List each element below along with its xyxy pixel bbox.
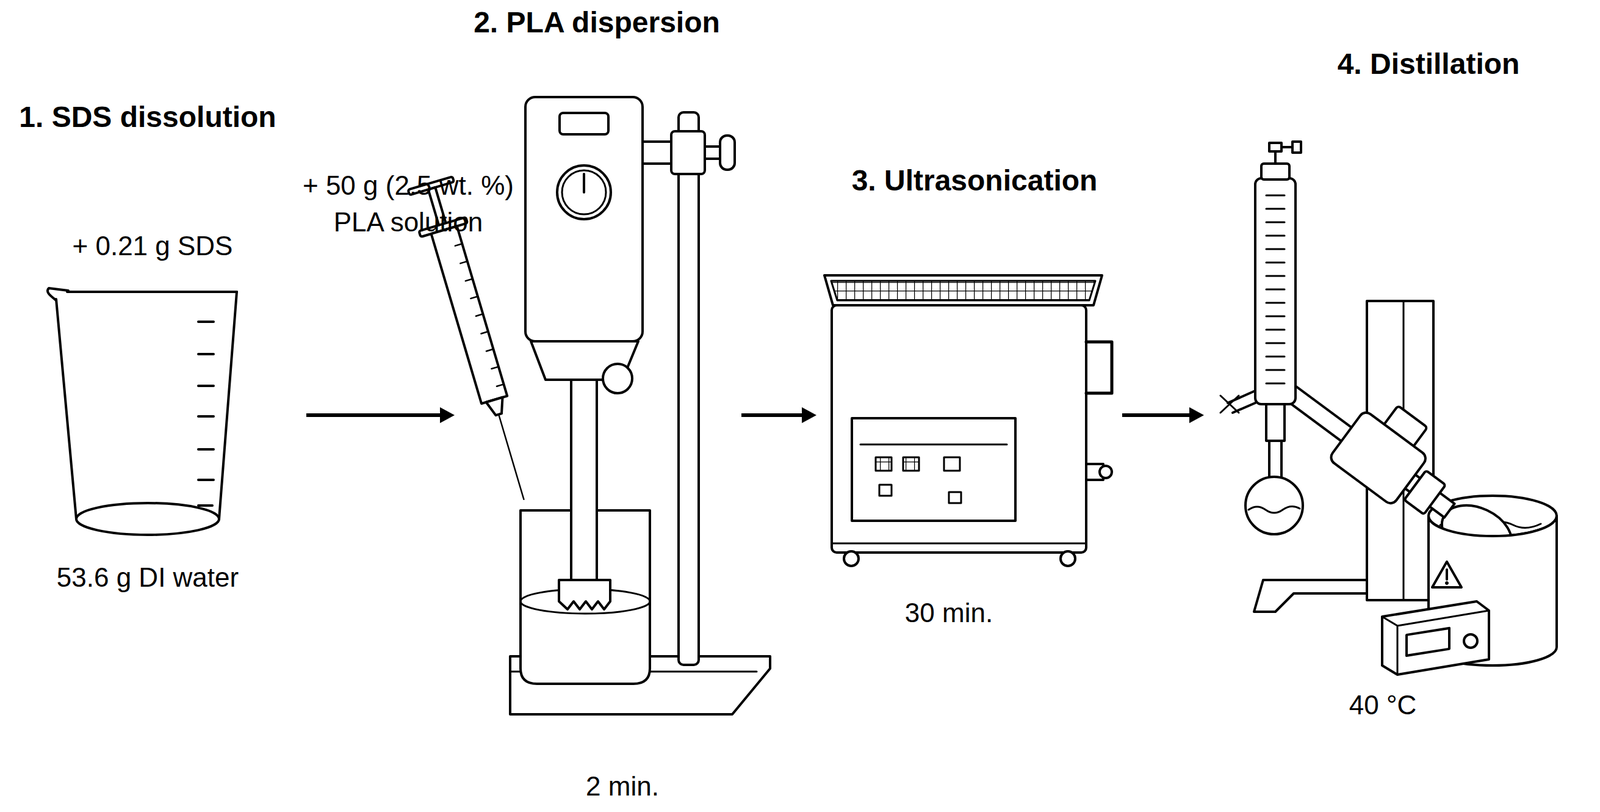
process-stage: 4. Distillation 40 °C xyxy=(1203,36,1571,733)
warning-symbol-part xyxy=(1432,561,1462,588)
beaker-part xyxy=(198,321,214,506)
beaker-part xyxy=(67,290,237,293)
arrow-head xyxy=(439,407,455,423)
warning-symbol xyxy=(1432,561,1462,588)
ultrasonic-bath-part xyxy=(831,280,1096,301)
bath-controller-part xyxy=(1406,627,1450,656)
ultrasonic-bath-part xyxy=(831,542,1087,545)
homogenizer-part xyxy=(525,97,643,342)
step-title: 4. Distillation xyxy=(1300,46,1557,82)
stand-rod-part xyxy=(678,112,699,665)
flow-arrow xyxy=(741,407,817,423)
receiving-flask-part xyxy=(1248,505,1300,513)
step-note: 53.6 g DI water xyxy=(19,560,276,594)
syringe-part xyxy=(498,414,524,500)
homogenizer-part xyxy=(562,170,606,215)
ultrasonic-bath-part xyxy=(1099,465,1112,478)
bath-controller-part xyxy=(1382,610,1489,675)
vapor-duct-part xyxy=(1404,470,1446,515)
beaker-part xyxy=(76,502,220,535)
condenser-part xyxy=(1292,141,1301,153)
arrow-head xyxy=(801,407,817,423)
clamp xyxy=(642,131,735,174)
ultrasonic-bath-part xyxy=(860,443,1007,446)
vapor-duct-part xyxy=(1282,383,1455,518)
ultrasonic-bath-part xyxy=(851,418,1016,521)
beaker-part xyxy=(47,288,69,301)
step-note: 30 min. xyxy=(887,596,1010,629)
clamp-part xyxy=(704,146,721,159)
condenser-part xyxy=(1281,145,1293,149)
homogenizer-part xyxy=(558,579,611,610)
syringe-part xyxy=(486,397,508,417)
condenser-part xyxy=(1220,395,1239,413)
arrow-line xyxy=(1122,413,1192,417)
condenser xyxy=(1220,141,1301,479)
process-stage: 2. PLA dispersion 2 min. xyxy=(454,6,742,806)
homogenizer-part xyxy=(557,165,611,220)
ultrasonic-bath-part xyxy=(879,484,892,496)
ultrasonic-bath-part xyxy=(824,275,1103,306)
flow-arrow xyxy=(306,407,455,423)
process-stage: 3. Ultrasonication 30 min. xyxy=(816,158,1123,635)
syringe-part xyxy=(455,243,505,387)
step-title: 3. Ultrasonication xyxy=(831,162,1118,199)
rotavap-base xyxy=(1254,579,1370,612)
ultrasonic-bath-part xyxy=(843,551,859,566)
step-note: 40 °C xyxy=(1321,688,1444,721)
condenser-part xyxy=(1266,403,1285,441)
condenser-part xyxy=(1269,142,1282,152)
homogenizer-part xyxy=(582,173,586,193)
stand-rod xyxy=(678,112,699,665)
bath-controller xyxy=(1382,601,1489,675)
step-title: 1. SDS dissolution xyxy=(13,99,282,135)
ultrasonic-bath-part xyxy=(944,457,960,471)
homogenizer-part xyxy=(559,112,609,135)
syringe-part xyxy=(431,225,508,404)
condenser-part xyxy=(1266,195,1285,384)
arrow-line xyxy=(306,413,443,417)
clamp-part xyxy=(642,141,675,164)
arrow-line xyxy=(741,413,805,417)
ultrasonic-bath-part xyxy=(1060,551,1076,566)
beaker-part xyxy=(56,291,237,519)
receiving-flask xyxy=(1245,476,1303,534)
condenser-part xyxy=(1261,163,1290,180)
process-stage: 1. SDS dissolution + 0.21 g SDS 53.6 g DI … xyxy=(12,91,307,605)
ultrasonic-bath-part xyxy=(948,491,962,503)
warning-symbol-part xyxy=(1445,581,1449,585)
step-title: 2. PLA dispersion xyxy=(456,4,738,41)
clamp-part xyxy=(720,135,735,170)
ultrasonic-bath-part xyxy=(1086,341,1112,393)
ultrasonic-bath-part xyxy=(831,305,1087,553)
clamp-part xyxy=(671,131,705,174)
flow-arrow xyxy=(1122,407,1204,423)
ultrasonic-bath-part xyxy=(875,457,892,471)
condenser-part xyxy=(1255,178,1296,404)
receiving-flask-part xyxy=(1245,476,1303,534)
condenser-part xyxy=(1269,440,1282,479)
ultrasonic-bath xyxy=(824,275,1112,566)
arrow-head xyxy=(1189,407,1204,423)
homogenizer-part xyxy=(602,363,633,393)
step-note: + 0.21 g SDS xyxy=(30,229,275,262)
reagent-label: + 50 g (2.5 wt. %) PLA solution xyxy=(292,167,525,241)
homogenizer xyxy=(525,97,643,610)
bath-controller-part xyxy=(1382,601,1489,675)
homogenizer-part xyxy=(571,377,597,582)
ultrasonic-bath-part xyxy=(903,457,919,471)
warning-symbol-part xyxy=(1445,569,1449,580)
step-note: 2 min. xyxy=(561,769,684,802)
beaker xyxy=(47,288,237,535)
condenser-part xyxy=(1274,151,1277,164)
bath-controller-part xyxy=(1463,634,1478,648)
rotavap-base-part xyxy=(1254,579,1370,612)
